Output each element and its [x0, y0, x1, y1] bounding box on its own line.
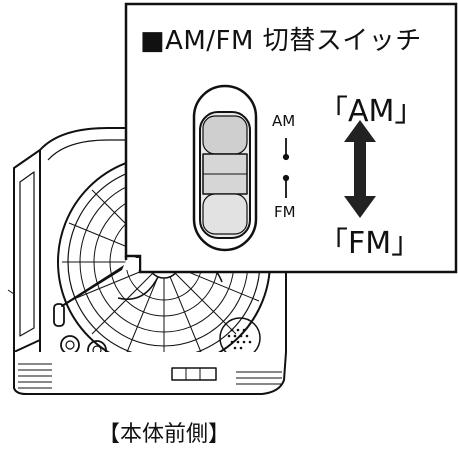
callout-title: ■AM/FM 切替スイッチ [140, 26, 422, 56]
fm-label-large: 「FM」 [318, 226, 422, 261]
slide-switch-icon [192, 84, 258, 252]
am-label-large: 「AM」 [318, 94, 425, 129]
am-fm-pin-markers [282, 138, 290, 198]
fm-label-small: FM [274, 203, 296, 221]
am-label-small: AM [272, 112, 296, 130]
figure-caption: 【本体前側】 [98, 422, 231, 447]
direction-arrow-icon [344, 120, 376, 218]
